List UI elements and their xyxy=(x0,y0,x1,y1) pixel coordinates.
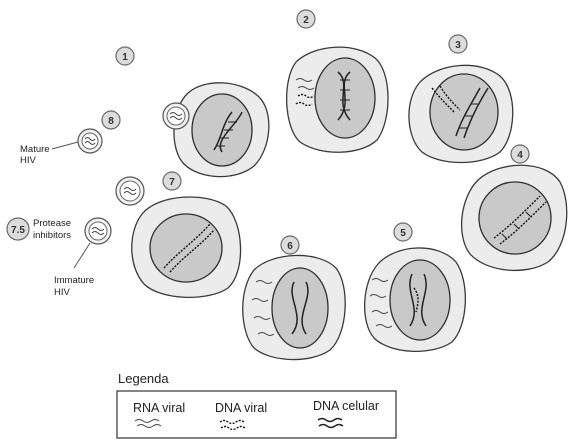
legend-dna-celular-label: DNA celular xyxy=(313,399,379,413)
legend-item-dna-viral: DNA viral xyxy=(215,401,267,431)
cell-nucleus-7 xyxy=(149,213,223,283)
cell-step-5 xyxy=(364,247,466,352)
viral-dna-integrating-3 xyxy=(431,85,461,113)
immature-label-line-1: Immature xyxy=(54,275,94,286)
step-2-marker: 2 xyxy=(296,9,316,29)
virion-attaching xyxy=(162,102,190,130)
cellular-dna-1 xyxy=(213,111,243,153)
legend-item-rna-viral: RNA viral xyxy=(133,401,185,428)
cell-nucleus-5 xyxy=(389,259,451,341)
cell-nucleus-6 xyxy=(271,267,329,349)
immature-pointer-line xyxy=(73,242,91,269)
mature-label-line-2: HIV xyxy=(20,155,37,166)
dna-celular-swatch xyxy=(317,417,344,429)
protease-label-line-1: Protease xyxy=(33,218,71,229)
cellular-dna-6 xyxy=(291,281,309,335)
cell-step-4 xyxy=(460,164,568,272)
rna-viral-swatch xyxy=(134,419,162,428)
step-7-marker: 7 xyxy=(162,171,182,191)
step-1-marker: 1 xyxy=(115,46,135,66)
step-7-5-marker: 7.5 xyxy=(6,217,30,241)
step-3-number: 3 xyxy=(455,40,461,51)
cell-nucleus-4 xyxy=(478,181,552,255)
cell-nucleus-3 xyxy=(429,73,499,151)
virion-budding xyxy=(115,176,145,206)
cell-step-1 xyxy=(162,82,270,178)
legend-dna-viral-label: DNA viral xyxy=(215,401,267,415)
step-1-number: 1 xyxy=(122,52,128,63)
legend-item-dna-celular: DNA celular xyxy=(313,399,379,429)
step-6-number: 6 xyxy=(287,241,293,252)
mature-virion xyxy=(77,128,103,154)
cellular-dna-2 xyxy=(337,71,351,121)
cell-step-6 xyxy=(242,254,346,361)
cellular-dna-3 xyxy=(455,87,489,139)
mature-pointer-line xyxy=(51,141,79,150)
immature-virion xyxy=(84,217,112,245)
immature-label-line-2: HIV xyxy=(54,287,71,298)
step-5-number: 5 xyxy=(400,228,406,239)
dna-viral-swatch xyxy=(219,419,246,431)
integrated-dna-4 xyxy=(493,195,547,245)
legend-title: Legenda xyxy=(118,371,169,386)
cell-step-3 xyxy=(408,64,514,164)
step-7-5-number: 7.5 xyxy=(11,225,25,236)
cellular-dna-7 xyxy=(163,223,215,273)
step-8-number: 8 xyxy=(108,116,114,127)
cell-step-7 xyxy=(115,176,242,298)
step-6-marker: 6 xyxy=(280,235,300,255)
viral-rna-transcripts-5 xyxy=(369,278,393,328)
step-2-number: 2 xyxy=(303,15,309,26)
integrated-dna-5 xyxy=(409,273,427,327)
step-3-marker: 3 xyxy=(448,34,468,54)
legend-box xyxy=(116,390,397,439)
step-8-marker: 8 xyxy=(101,110,121,130)
protease-label-line-2: inhibitors xyxy=(33,230,71,241)
step-5-marker: 5 xyxy=(393,222,413,242)
cell-step-2 xyxy=(286,46,389,153)
step-4-marker: 4 xyxy=(510,144,530,164)
viral-rna-cytoplasm-6 xyxy=(251,280,275,336)
step-4-number: 4 xyxy=(517,150,523,161)
step-7-number: 7 xyxy=(169,177,175,188)
mature-label-line-1: Mature xyxy=(20,144,50,155)
viral-rna-entering xyxy=(295,78,315,107)
legend-rna-viral-label: RNA viral xyxy=(133,401,185,415)
